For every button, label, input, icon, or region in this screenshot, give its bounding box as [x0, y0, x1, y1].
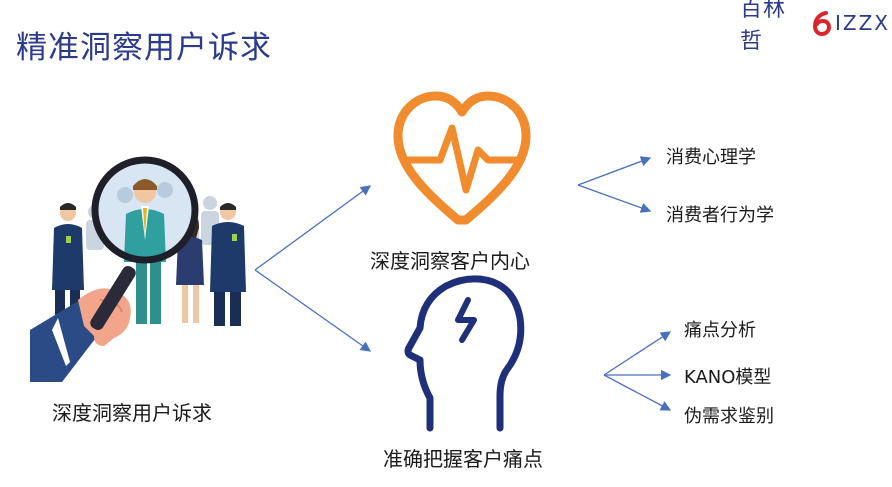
- arrow-to-psychology: [577, 156, 652, 186]
- arrow-to-behavior: [577, 184, 652, 213]
- left-label: 深度洞察用户诉求: [52, 401, 212, 425]
- arrow-to-lower: [254, 269, 372, 352]
- page-title: 精准洞察用户诉求: [16, 30, 272, 66]
- leaf-consumer-psychology: 消费心理学: [666, 147, 756, 168]
- person-right-man: [210, 203, 246, 326]
- arrow-to-painpoint: [603, 331, 672, 376]
- magnifier-handle: [90, 266, 136, 330]
- magnifier-lens: [91, 156, 199, 264]
- leaf-fake-demand-identification: 伪需求鉴别: [684, 406, 774, 427]
- logo-chinese-text: 百林哲: [740, 0, 787, 54]
- company-logo: 百林哲 IZZX: [740, 0, 890, 54]
- logo-six-icon: [812, 11, 831, 36]
- arrow-to-fake-demand: [603, 374, 672, 411]
- arrow-to-upper: [254, 185, 372, 271]
- upper-label: 深度洞察客户内心: [370, 249, 530, 273]
- leaf-consumer-behavior: 消费者行为学: [666, 205, 774, 226]
- leaf-kano-model: KANO模型: [684, 367, 772, 388]
- lower-label: 准确把握客户痛点: [383, 447, 543, 471]
- leaf-pain-point-analysis: 痛点分析: [684, 320, 756, 341]
- logo-latin-text: IZZX: [834, 11, 890, 35]
- person-highlighted-legs: [136, 262, 161, 324]
